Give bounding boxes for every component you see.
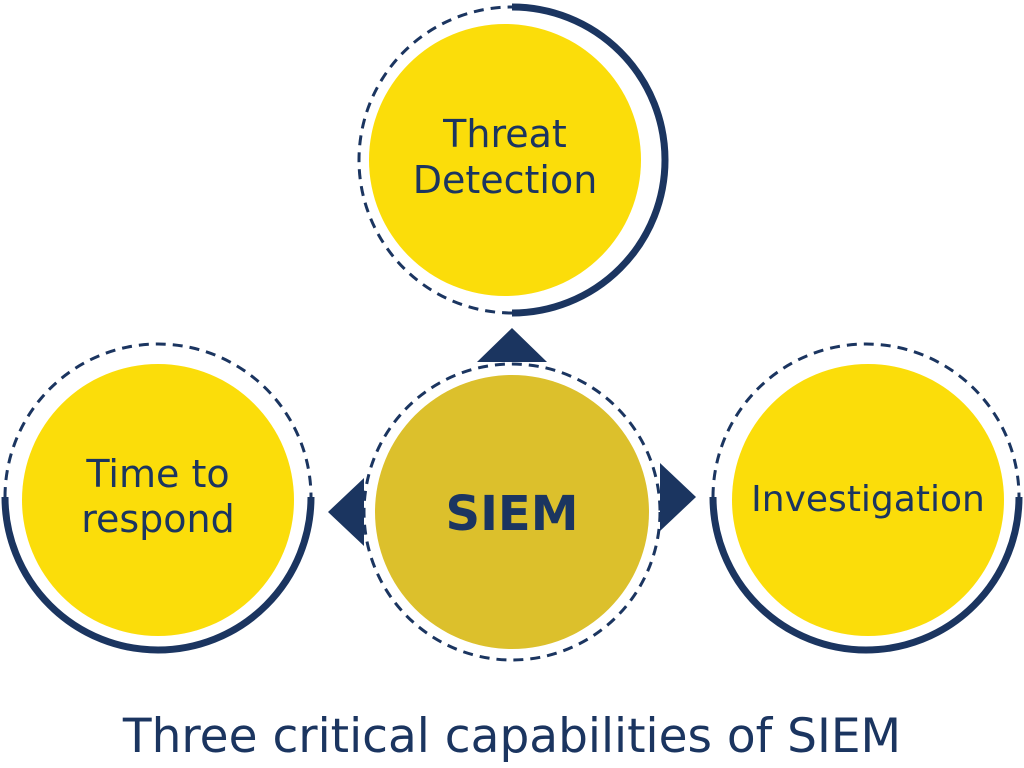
siem-label: SIEM: [446, 486, 579, 542]
threat-detection-label-line1: Threat: [442, 112, 567, 156]
time-to-respond-label-line1: Time to: [85, 452, 229, 496]
node-threat-detection: Threat Detection: [357, 3, 669, 317]
investigation-label: Investigation: [751, 479, 985, 520]
diagram-caption: Three critical capabilities of SIEM: [122, 709, 901, 764]
time-to-respond-label-line2: respond: [81, 497, 235, 541]
arrow-left-icon: [328, 478, 364, 546]
threat-detection-circle: [369, 24, 641, 296]
node-time-to-respond: Time to respond: [1, 342, 315, 654]
time-to-respond-circle: [22, 364, 294, 636]
node-siem: SIEM: [362, 362, 662, 662]
node-investigation: Investigation: [709, 342, 1023, 654]
time-to-respond-solid-ring: [1, 496, 315, 654]
threat-detection-solid-ring: [511, 3, 669, 317]
threat-detection-label-line2: Detection: [413, 158, 598, 202]
investigation-circle: [732, 364, 1004, 636]
siem-circle: [375, 375, 649, 649]
time-to-respond-dashed-ring: [3, 342, 313, 498]
investigation-dashed-ring: [711, 342, 1021, 498]
investigation-solid-ring: [709, 496, 1023, 654]
arrow-up-icon: [477, 328, 547, 362]
arrow-right-icon: [660, 463, 696, 531]
threat-detection-dashed-ring: [357, 5, 513, 315]
